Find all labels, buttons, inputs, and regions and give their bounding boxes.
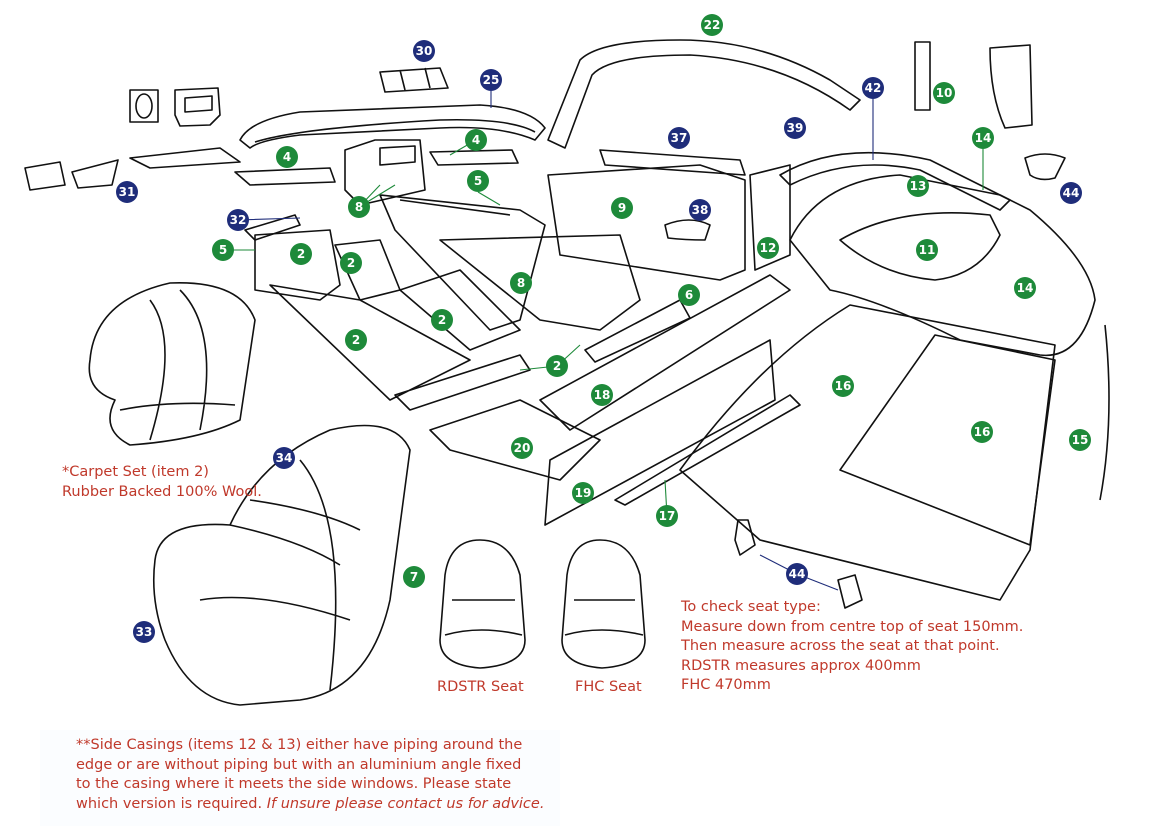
side-casings-line: to the casing where it meets the side wi… bbox=[76, 776, 512, 792]
windscreen-frame bbox=[547, 39, 861, 149]
callout-badge-5: 5 bbox=[467, 170, 489, 192]
callout-badge-8: 8 bbox=[510, 272, 532, 294]
carpet-note: *Carpet Set (item 2) Rubber Backed 100% … bbox=[62, 463, 262, 502]
footwell-panels bbox=[24, 147, 241, 191]
callout-badge-2: 2 bbox=[290, 243, 312, 265]
callout-badge-39: 39 bbox=[784, 117, 806, 139]
advice-text: If unsure please contact us for advice. bbox=[266, 795, 545, 812]
callout-badge-14: 14 bbox=[972, 127, 994, 149]
speaker-pod bbox=[129, 89, 159, 123]
callout-badge-18: 18 bbox=[591, 384, 613, 406]
callout-badge-44: 44 bbox=[1060, 182, 1082, 204]
callout-badge-37: 37 bbox=[668, 127, 690, 149]
seat-back-outline bbox=[88, 282, 256, 446]
callout-badge-14: 14 bbox=[1014, 277, 1036, 299]
armrest bbox=[664, 219, 711, 241]
edge-trim-15 bbox=[1099, 324, 1110, 501]
callout-badge-30: 30 bbox=[413, 40, 435, 62]
carpet-note-line1: *Carpet Set (item 2) bbox=[62, 464, 209, 480]
callout-badge-31: 31 bbox=[116, 181, 138, 203]
rear-bulkhead bbox=[547, 164, 746, 281]
callout-badge-8: 8 bbox=[348, 196, 370, 218]
side-casing-12 bbox=[749, 164, 791, 271]
callout-badge-25: 25 bbox=[480, 69, 502, 91]
callout-badge-10: 10 bbox=[933, 82, 955, 104]
rdstr-seat-drawing bbox=[439, 539, 526, 669]
callout-badge-20: 20 bbox=[511, 437, 533, 459]
seat-check-line: FHC 470mm bbox=[681, 677, 771, 693]
carpet-note-line2: Rubber Backed 100% Wool. bbox=[62, 483, 262, 500]
callout-badge-4: 4 bbox=[276, 146, 298, 168]
centre-console bbox=[344, 139, 426, 206]
rdstr-seat-label: RDSTR Seat bbox=[437, 679, 524, 695]
console-panel bbox=[174, 87, 221, 127]
clip-44-a bbox=[734, 519, 756, 556]
callout-badge-12: 12 bbox=[757, 237, 779, 259]
clip-44 bbox=[1024, 153, 1066, 181]
door-seal-17 bbox=[614, 394, 801, 506]
side-casings-line: **Side Casings (items 12 & 13) either ha… bbox=[76, 737, 523, 753]
callout-badge-5: 5 bbox=[212, 239, 234, 261]
callout-badge-19: 19 bbox=[572, 482, 594, 504]
callout-badge-2: 2 bbox=[431, 309, 453, 331]
rear-floor-carpet bbox=[679, 304, 1056, 601]
footnote-panel bbox=[40, 730, 560, 826]
callout-badge-2: 2 bbox=[340, 252, 362, 274]
fhc-seat-label: FHC Seat bbox=[575, 679, 642, 695]
side-casings-line: which version is required. bbox=[76, 795, 263, 812]
callout-badge-11: 11 bbox=[916, 239, 938, 261]
seat-check-line: To check seat type: bbox=[681, 599, 821, 615]
callout-badge-16: 16 bbox=[971, 421, 993, 443]
sill-trim bbox=[544, 339, 776, 526]
callout-badge-22: 22 bbox=[701, 14, 723, 36]
seat-check-note: To check seat type: Measure down from ce… bbox=[681, 598, 1023, 696]
callout-badge-32: 32 bbox=[227, 209, 249, 231]
callout-badge-34: 34 bbox=[273, 447, 295, 469]
callout-badge-44: 44 bbox=[786, 563, 808, 585]
callout-badge-15: 15 bbox=[1069, 429, 1091, 451]
carpet-sections bbox=[254, 229, 691, 411]
dashboard bbox=[239, 104, 546, 149]
callout-badge-6: 6 bbox=[678, 284, 700, 306]
callout-badge-9: 9 bbox=[611, 197, 633, 219]
callout-badge-2: 2 bbox=[345, 329, 367, 351]
seat-check-line: Then measure across the seat at that poi… bbox=[681, 638, 1000, 654]
callout-badge-2: 2 bbox=[546, 355, 568, 377]
callout-badge-38: 38 bbox=[689, 199, 711, 221]
callout-badge-7: 7 bbox=[403, 566, 425, 588]
callout-badge-13: 13 bbox=[907, 175, 929, 197]
kick-panel-32 bbox=[244, 214, 301, 241]
side-casings-line: edge or are without piping but with an a… bbox=[76, 756, 522, 773]
quarter-trim bbox=[914, 41, 1033, 129]
side-casings-note: **Side Casings (items 12 & 13) either ha… bbox=[76, 736, 544, 814]
rear-deck-trim bbox=[779, 151, 1011, 211]
rear-wheel-arch-trim bbox=[789, 174, 1096, 357]
tunnel-cover bbox=[379, 194, 546, 331]
callout-badge-16: 16 bbox=[832, 375, 854, 397]
callout-badge-42: 42 bbox=[862, 77, 884, 99]
callout-badge-4: 4 bbox=[465, 129, 487, 151]
callout-badge-17: 17 bbox=[656, 505, 678, 527]
seat-check-line: Measure down from centre top of seat 150… bbox=[681, 618, 1024, 635]
fhc-seat-drawing bbox=[561, 539, 646, 669]
clip-44-b bbox=[837, 574, 863, 609]
glovebox bbox=[379, 67, 449, 93]
front-floor-carpet bbox=[429, 399, 601, 481]
callout-badge-33: 33 bbox=[133, 621, 155, 643]
seat-check-line: RDSTR measures approx 400mm bbox=[681, 657, 921, 674]
